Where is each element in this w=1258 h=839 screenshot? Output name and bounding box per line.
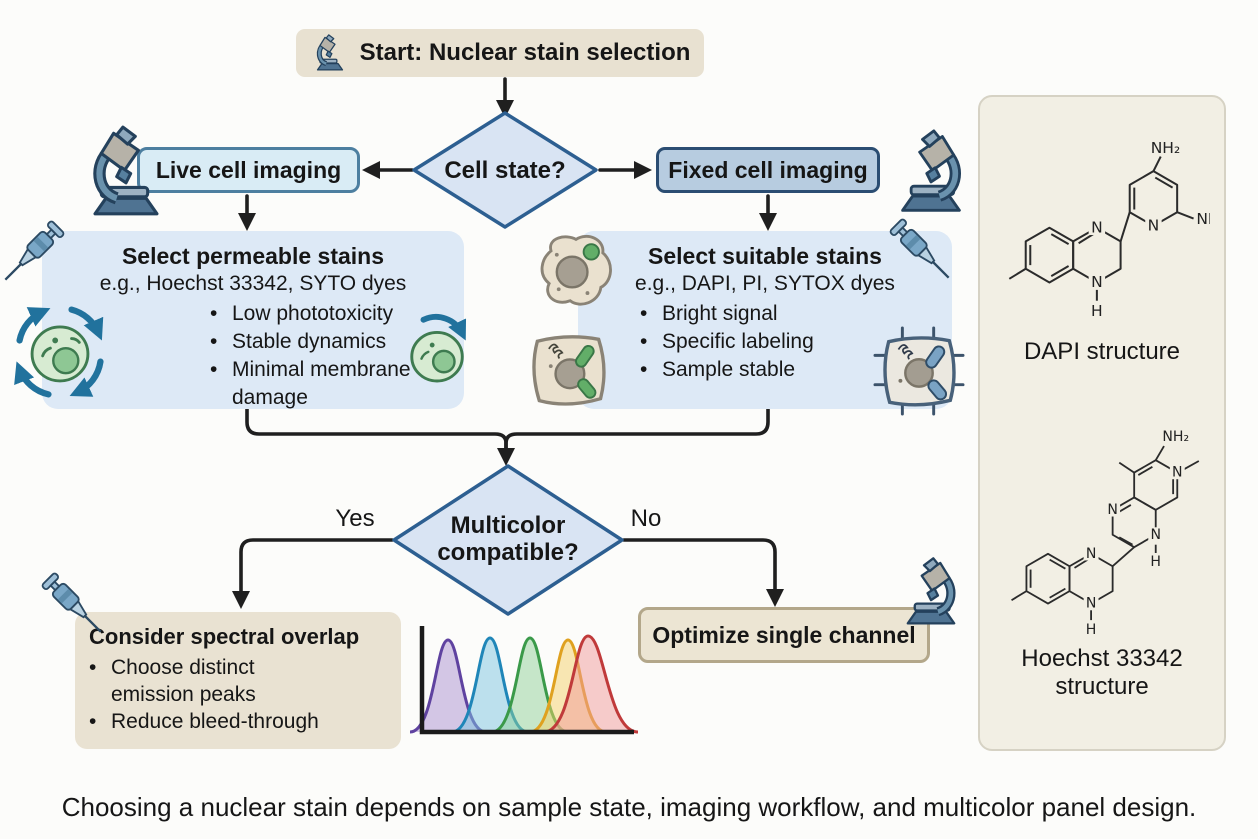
pipette-icon <box>883 212 964 293</box>
bullet-item: Sample stable <box>640 356 952 384</box>
organelle <box>927 379 948 401</box>
spectral-title: Consider spectral overlap <box>89 624 360 649</box>
merge-right <box>504 407 770 450</box>
permeable-stains-panel: Select permeable stains e.g., Hoechst 33… <box>42 231 464 409</box>
organelle <box>582 243 600 261</box>
arrowhead <box>496 100 514 118</box>
no-path <box>622 538 777 592</box>
arrowhead <box>634 161 652 179</box>
hoechst-structure-drawing: N N H N N H N NH₂ <box>1011 429 1200 638</box>
bullet-item: Low phototoxicity <box>210 300 464 328</box>
live-cell-imaging-node: Live cell imaging <box>137 147 360 193</box>
microscope-icon <box>310 33 350 73</box>
chromatin-squiggle <box>897 344 914 360</box>
arrowhead <box>232 591 250 609</box>
cell-state-diamond <box>412 111 598 229</box>
bullet-item: Specific labeling <box>640 328 952 356</box>
cell-nucleus <box>431 349 456 374</box>
multicolor-diamond <box>392 464 624 616</box>
panel-title: Select permeable stains <box>121 243 385 269</box>
bullet-item: Reduce bleed-through <box>89 708 339 735</box>
svg-text:N: N <box>1150 527 1161 543</box>
start-node: Start: Nuclear stain selection <box>296 29 704 77</box>
spectral-bullets: Choose distinct emission peaks Reduce bl… <box>89 654 339 735</box>
panel-bullets: Bright signal Specific labeling Sample s… <box>640 300 952 384</box>
yes-label: Yes <box>335 505 375 532</box>
optimize-single-channel-node: Optimize single channel <box>638 607 930 663</box>
organelle <box>577 378 597 399</box>
live-cell-icon <box>410 314 467 383</box>
microscope-icon <box>76 124 176 220</box>
cell-state-label: Cell state? <box>444 156 566 184</box>
panel-subtitle: e.g., DAPI, PI, SYTOX dyes <box>635 272 895 295</box>
microscope-icon <box>893 556 969 628</box>
fixed-cell-icon <box>540 234 612 306</box>
emission-spectra-chart <box>409 626 639 735</box>
arrowhead <box>497 448 515 466</box>
figure-caption: Choosing a nuclear stain depends on samp… <box>61 792 1197 822</box>
multicolor-label: Multicolor compatible? <box>437 512 579 566</box>
svg-text:N: N <box>1091 218 1103 236</box>
svg-text:NH₂: NH₂ <box>1196 210 1210 228</box>
bullet-item: Stable dynamics <box>210 328 464 356</box>
svg-text:H: H <box>1086 622 1097 638</box>
no-label: No <box>630 505 662 532</box>
crosslinked-cell-icon <box>873 326 965 416</box>
panel-bullets: Low phototoxicity Stable dynamics Minima… <box>210 300 464 412</box>
arrowhead <box>238 213 256 231</box>
panel-subtitle: e.g., Hoechst 33342, SYTO dyes <box>99 272 407 295</box>
arrowhead <box>362 161 380 179</box>
microscope-icon <box>884 128 978 216</box>
structures-sidebar <box>978 95 1226 751</box>
yes-path <box>239 538 394 594</box>
bullet-item: Bright signal <box>640 300 952 328</box>
arrowhead <box>759 213 777 231</box>
arrowhead <box>766 589 784 607</box>
cell-nucleus <box>904 358 934 388</box>
svg-text:N: N <box>1086 596 1097 612</box>
svg-text:N: N <box>1172 465 1183 481</box>
fixed-cell-imaging-node: Fixed cell imaging <box>656 147 880 193</box>
dapi-structure-drawing: N N H N NH₂ NH₂ <box>1008 139 1210 320</box>
cell-nucleus <box>555 255 589 289</box>
svg-text:N: N <box>1086 546 1097 562</box>
live-cell-cycle-icon <box>14 306 104 398</box>
chromatin-squiggle <box>548 343 564 359</box>
svg-text:NH₂: NH₂ <box>1151 139 1180 157</box>
panel-title: Select suitable stains <box>648 243 882 269</box>
dapi-structure-label: DAPI structure <box>1023 338 1181 365</box>
red-curve <box>543 634 639 734</box>
hoechst-structure-label: Hoechst 33342 structure <box>1021 645 1183 700</box>
svg-text:H: H <box>1150 554 1161 570</box>
svg-text:N: N <box>1107 502 1118 518</box>
fixed-cell-icon <box>532 335 606 406</box>
spectral-overlap-node: Consider spectral overlap Choose distinc… <box>75 612 401 749</box>
svg-text:NH₂: NH₂ <box>1162 429 1189 445</box>
organelle <box>925 345 946 369</box>
organelle <box>575 344 595 368</box>
bullet-item: Choose distinct emission peaks <box>89 654 339 708</box>
cell-nucleus <box>52 346 80 375</box>
pipette-icon <box>0 214 71 295</box>
merge-left <box>245 407 508 450</box>
svg-text:H: H <box>1091 302 1103 320</box>
cell-nucleus <box>554 358 586 390</box>
pipette-icon <box>35 566 116 647</box>
svg-text:N: N <box>1148 216 1160 234</box>
chart-axes <box>419 626 634 735</box>
svg-text:N: N <box>1091 273 1103 291</box>
start-label: Start: Nuclear stain selection <box>359 39 691 66</box>
bullet-item: Minimal membrane damage <box>210 356 464 412</box>
